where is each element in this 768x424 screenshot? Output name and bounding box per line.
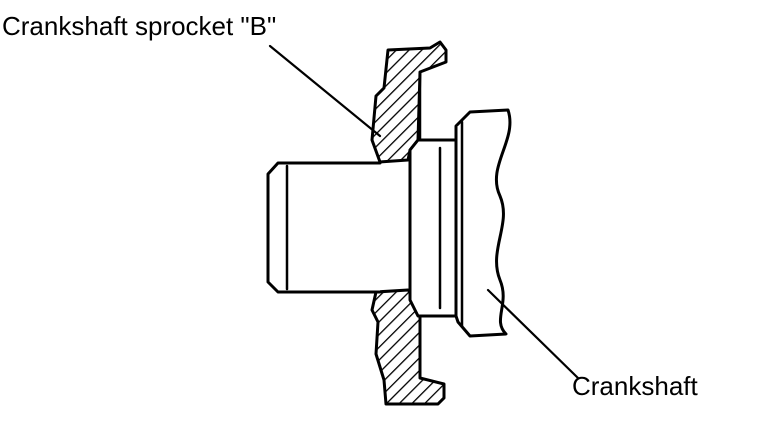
crankshaft-body xyxy=(454,108,512,338)
leader-line-crankshaft xyxy=(486,288,580,380)
sprocket-label: Crankshaft sprocket "B" xyxy=(2,11,277,41)
shaft-stub xyxy=(266,161,382,294)
crankshaft-label: Crankshaft xyxy=(572,371,698,401)
leader-line-sprocket xyxy=(268,44,382,138)
center-collar xyxy=(408,138,458,318)
